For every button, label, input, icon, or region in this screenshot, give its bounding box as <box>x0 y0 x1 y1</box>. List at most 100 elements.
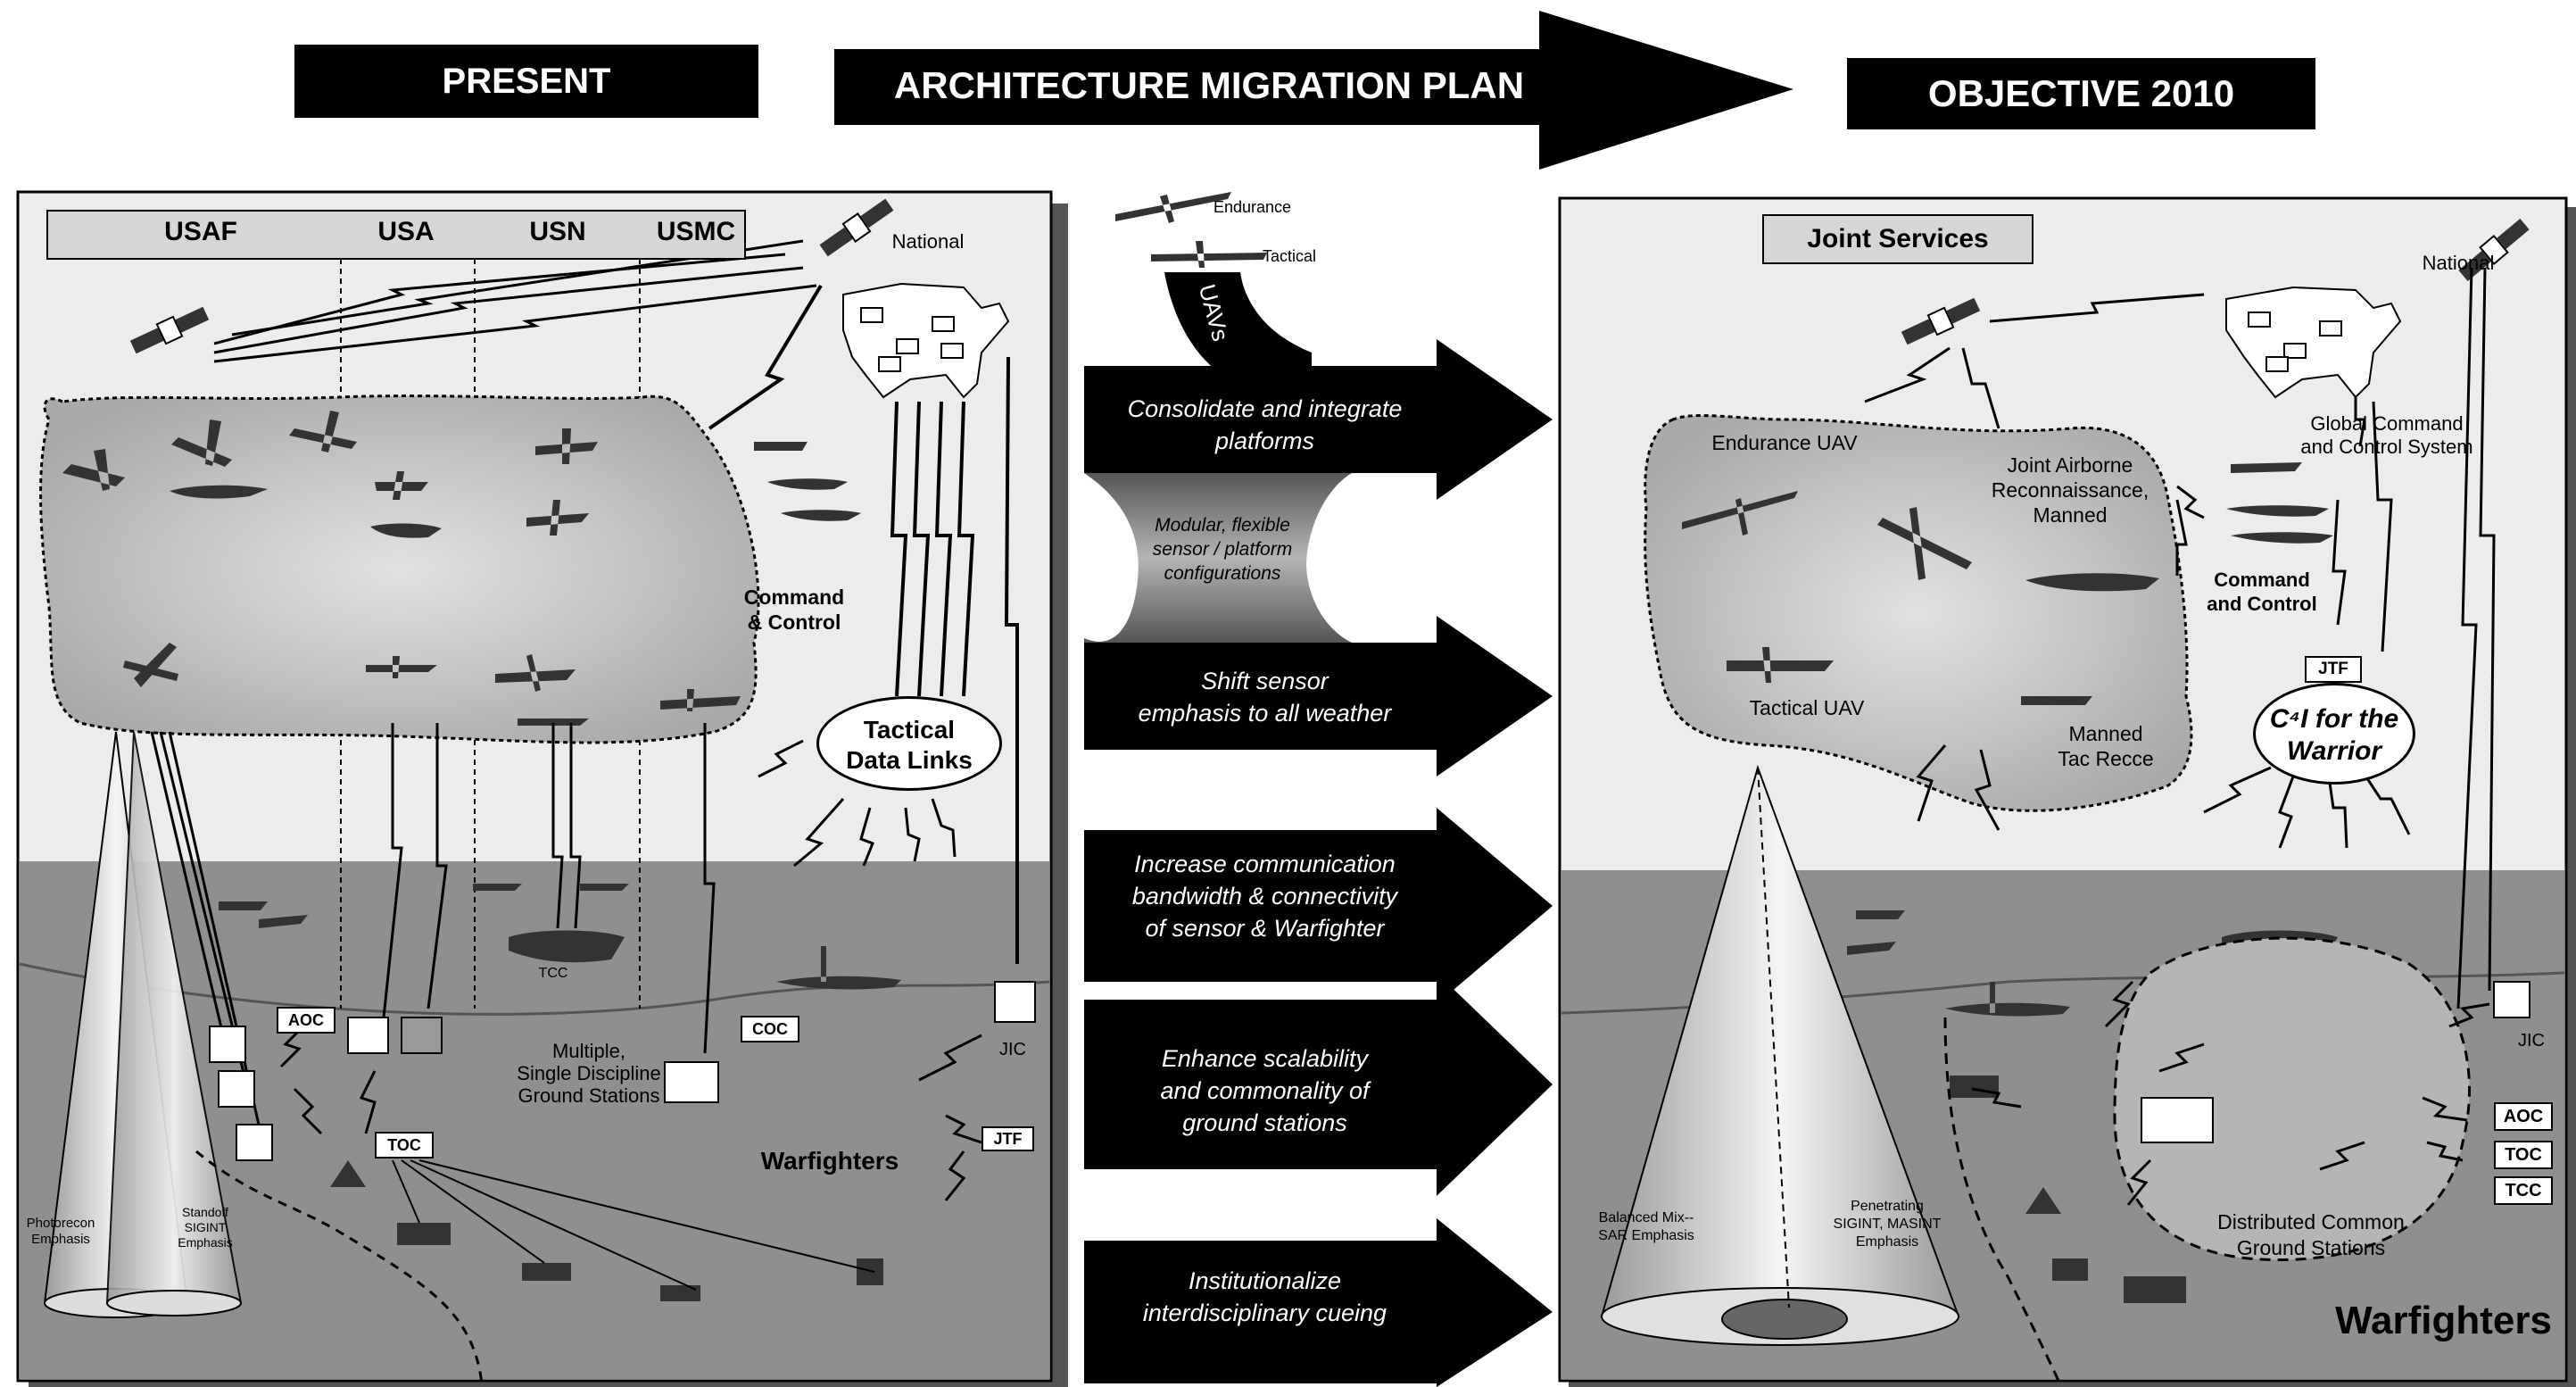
right-national-satellite-icon <box>2458 218 2530 282</box>
right-cloud <box>1644 414 2193 812</box>
penetrating-line-2: SIGINT, MASINT <box>1833 1217 1942 1232</box>
joint-airborne-label: Joint Airborne Reconnaissance, Manned <box>1954 453 2186 527</box>
arrow-2-text: Shift sensor emphasis to all weather <box>1089 665 1441 729</box>
middle-uav-icons <box>1115 192 1267 268</box>
distributed-ring <box>2113 936 2471 1261</box>
arrow-4-line-1: Enhance scalability <box>1161 1045 1369 1072</box>
left-control-label: & Control <box>747 610 841 634</box>
arrow-3-line-3: of sensor & Warfighter <box>1145 915 1385 942</box>
balanced-label: Balanced Mix-- SAR Emphasis <box>1584 1209 1709 1245</box>
arrow-4-text: Enhance scalability and commonality of g… <box>1089 1042 1441 1139</box>
uav-tactical-label: Tactical <box>1263 247 1317 265</box>
distributed-line-2: Ground Stations <box>2236 1236 2386 1259</box>
arrow-1-text: Consolidate and integrate platforms <box>1089 393 1441 457</box>
penetrating-line-1: Penetrating <box>1851 1199 1924 1214</box>
present-title: PRESENT <box>294 45 758 118</box>
manned-tac-line-2: Tac Recce <box>2058 747 2154 770</box>
manned-tac-line-1: Manned <box>2068 722 2143 745</box>
c4i-line-2: Warrior <box>2286 736 2382 766</box>
gs-line-1: Multiple, <box>552 1040 625 1062</box>
standoff-line-1: Standoff <box>182 1205 228 1219</box>
penetrating-label: Penetrating SIGINT, MASINT Emphasis <box>1820 1198 1954 1251</box>
tdl-line-2: Data Links <box>846 746 973 774</box>
arrow-3-line-1: Increase communication <box>1134 851 1396 877</box>
left-cloud <box>39 395 760 744</box>
arrow-3-line-2: bandwidth & connectivity <box>1131 883 1398 909</box>
gccs-label: Global Command and Control System <box>2284 412 2489 459</box>
migration-arrow <box>834 11 1793 170</box>
standoff-line-2: SIGINT <box>184 1220 227 1234</box>
left-command-label: Command <box>743 586 845 609</box>
balanced-line-2: SAR Emphasis <box>1598 1228 1694 1243</box>
service-header-bar <box>46 210 746 260</box>
right-national-label: National <box>2422 252 2495 274</box>
left-national-label: National <box>891 230 965 253</box>
balanced-line-1: Balanced Mix-- <box>1598 1210 1694 1225</box>
c4i-warrior: C⁴I for the Warrior <box>2253 683 2415 785</box>
left-aoc-box: AOC <box>277 1007 335 1034</box>
service-usaf: USAF <box>164 217 237 246</box>
middle-arrows <box>1084 339 1553 1387</box>
left-national-satellite-icon <box>819 198 894 257</box>
migration-title: ARCHITECTURE MIGRATION PLAN <box>893 64 1525 106</box>
right-toc-box: TOC <box>2494 1141 2553 1169</box>
standoff-label: Standoff SIGINT Emphasis <box>165 1205 245 1250</box>
distributed-line-1: Distributed Common <box>2217 1210 2405 1233</box>
left-warfighters-label: Warfighters <box>760 1147 899 1175</box>
left-toc-box: TOC <box>375 1132 434 1159</box>
joint-services-header: Joint Services <box>1762 214 2033 264</box>
right-jtf-box: JTF <box>2305 656 2362 683</box>
joint-airborne-line-1: Joint Airborne <box>2007 453 2133 477</box>
joint-airborne-line-2: Reconnaissance, Manned <box>1991 478 2149 527</box>
modular-shape <box>1084 473 1352 643</box>
service-usn: USN <box>529 217 586 246</box>
right-command-control: Command and Control <box>2191 568 2333 616</box>
service-usa: USA <box>377 217 435 246</box>
uav-endurance-label: Endurance <box>1213 198 1292 216</box>
arrow-5-text: Institutionalize interdisciplinary cuein… <box>1089 1265 1441 1329</box>
standoff-line-3: Emphasis <box>178 1235 233 1250</box>
arrow-4-line-2: and commonality of <box>1160 1077 1370 1104</box>
modular-line-1: Modular, flexible <box>1155 515 1290 536</box>
arrow-3-text: Increase communication bandwidth & conne… <box>1089 848 1441 944</box>
uavs-chute <box>1164 272 1312 375</box>
left-jtf-box: JTF <box>982 1126 1034 1151</box>
photorecon-label: Photorecon Emphasis <box>16 1216 105 1248</box>
right-warfighters-label: Warfighters <box>2335 1299 2552 1342</box>
gccs-line-1: Global Command <box>2310 412 2464 435</box>
service-usmc: USMC <box>656 217 736 246</box>
left-ground-stations-label: Multiple, Single Discipline Ground Stati… <box>473 1040 705 1107</box>
endurance-uav-label: Endurance UAV <box>1711 431 1858 454</box>
left-satellite-icon <box>129 306 210 354</box>
left-tcc-label: TCC <box>538 966 568 981</box>
left-aircraft-group <box>62 411 901 990</box>
modular-line-3: configurations <box>1164 563 1281 584</box>
arrow-4-line-3: ground stations <box>1182 1109 1347 1136</box>
distributed-label: Distributed Common Ground Stations <box>2186 1209 2436 1261</box>
photorecon-line-1: Photorecon <box>26 1216 95 1231</box>
right-aoc-box: AOC <box>2494 1102 2553 1131</box>
arrow-1-line-1: Consolidate and integrate <box>1127 395 1403 422</box>
penetrating-line-3: Emphasis <box>1855 1234 1919 1250</box>
objective-title: OBJECTIVE 2010 <box>1847 58 2315 129</box>
left-jic-label: JIC <box>999 1040 1026 1059</box>
left-coc-box: COC <box>741 1016 799 1042</box>
right-tcc-box: TCC <box>2494 1176 2553 1205</box>
left-command-control: Command & Control <box>727 585 861 635</box>
tactical-uav-label: Tactical UAV <box>1749 696 1865 719</box>
tdl-line-1: Tactical <box>863 716 956 743</box>
arrow-5-line-2: interdisciplinary cueing <box>1142 1300 1387 1326</box>
tactical-data-links: Tactical Data Links <box>816 696 1002 791</box>
arrow-2-line-2: emphasis to all weather <box>1138 700 1392 727</box>
modular-line-2: sensor / platform <box>1152 539 1293 560</box>
gs-line-2: Single Discipline <box>517 1062 661 1084</box>
right-satellite-icon <box>1901 297 1981 345</box>
right-control-label: and Control <box>2207 593 2317 615</box>
manned-tac-label: Manned Tac Recce <box>2039 721 2173 771</box>
arrow-2-line-1: Shift sensor <box>1201 668 1329 694</box>
arrow-5-line-1: Institutionalize <box>1188 1267 1342 1294</box>
gccs-line-2: and Control System <box>2300 436 2473 458</box>
gs-line-3: Ground Stations <box>518 1084 660 1107</box>
arrow-1-line-2: platforms <box>1214 428 1315 454</box>
